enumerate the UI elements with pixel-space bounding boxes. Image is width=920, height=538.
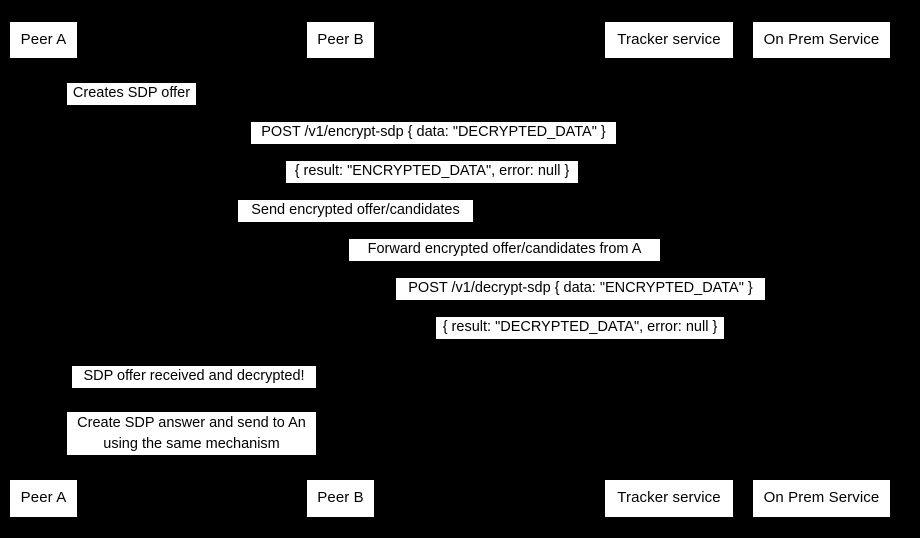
message-label-sdp-offer-received: SDP offer received and decrypted! bbox=[72, 366, 316, 388]
message-label-line-2: using the same mechanism bbox=[103, 436, 280, 452]
participant-label: Peer B bbox=[317, 489, 364, 507]
lifeline-peer-a bbox=[43, 58, 44, 480]
message-label-forward-encrypted-offer: Forward encrypted offer/candidates from … bbox=[349, 239, 660, 261]
participant-label: On Prem Service bbox=[763, 489, 880, 507]
arrow-forward-encrypted-offer bbox=[340, 219, 668, 225]
participant-bottom-peer-b[interactable]: Peer B bbox=[307, 480, 374, 517]
message-label-creates-sdp-offer: Creates SDP offer bbox=[67, 83, 196, 105]
participant-top-peer-b[interactable]: Peer B bbox=[307, 22, 374, 58]
participant-top-peer-a[interactable]: Peer A bbox=[10, 22, 77, 58]
lifeline-peer-b bbox=[340, 58, 341, 480]
participant-bottom-on-prem-service[interactable]: On Prem Service bbox=[753, 480, 890, 517]
participant-bottom-peer-a[interactable]: Peer A bbox=[10, 480, 77, 517]
message-label-post-decrypt-sdp: POST /v1/decrypt-sdp { data: "ENCRYPTED_… bbox=[396, 278, 765, 300]
message-label-decrypt-sdp-result: { result: "DECRYPTED_DATA", error: null … bbox=[436, 317, 724, 339]
participant-label: Peer A bbox=[20, 30, 67, 48]
message-label-encrypt-sdp-result: { result: "ENCRYPTED_DATA", error: null … bbox=[286, 161, 578, 183]
arrow-decrypt-sdp-result bbox=[340, 297, 821, 303]
participant-label: Tracker service bbox=[617, 489, 721, 507]
participant-label: Tracker service bbox=[617, 30, 721, 48]
message-label-line-1: Create SDP answer and send to An bbox=[77, 415, 306, 431]
lifeline-on-prem-service bbox=[821, 58, 822, 480]
participant-label: Peer B bbox=[317, 30, 364, 48]
participant-top-on-prem-service[interactable]: On Prem Service bbox=[753, 22, 890, 58]
participant-label: On Prem Service bbox=[763, 30, 880, 48]
participant-top-tracker-service[interactable]: Tracker service bbox=[605, 22, 733, 58]
message-label-post-encrypt-sdp: POST /v1/encrypt-sdp { data: "DECRYPTED_… bbox=[251, 122, 616, 144]
lifeline-tracker-service bbox=[668, 58, 669, 480]
self-loop-creates-sdp-offer bbox=[43, 83, 66, 107]
message-label-send-encrypted-offer: Send encrypted offer/candidates bbox=[238, 200, 473, 222]
arrow-send-encrypted-offer bbox=[43, 180, 668, 186]
arrow-post-decrypt-sdp bbox=[340, 258, 821, 264]
participant-label: Peer A bbox=[20, 489, 67, 507]
message-label-create-sdp-answer: Create SDP answer and send to An using t… bbox=[67, 412, 316, 455]
arrow-post-encrypt-sdp bbox=[43, 102, 821, 108]
arrow-encrypt-sdp-result bbox=[43, 141, 821, 147]
participant-bottom-tracker-service[interactable]: Tracker service bbox=[605, 480, 733, 517]
